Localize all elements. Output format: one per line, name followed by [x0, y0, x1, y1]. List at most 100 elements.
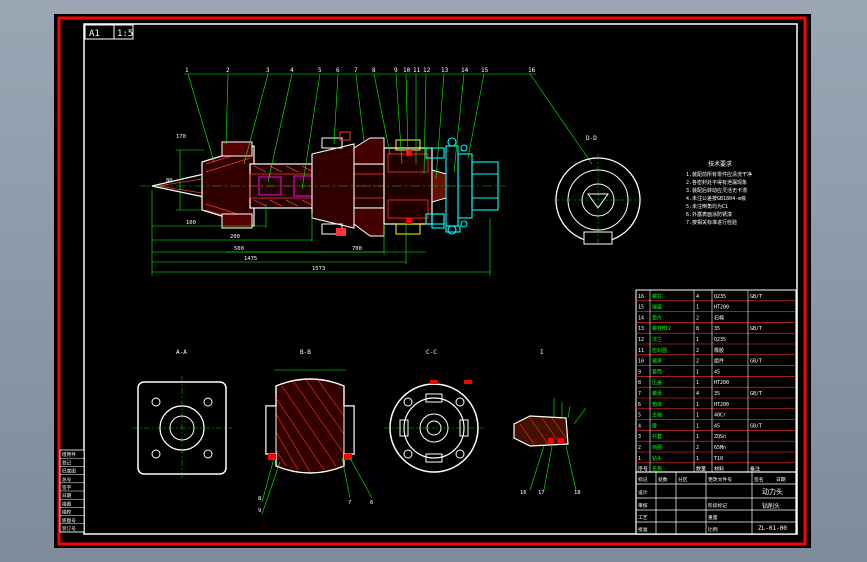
bom-cell: Q235	[714, 294, 726, 300]
bom-cell: 备注	[750, 466, 760, 473]
bom-cell: 2	[696, 348, 699, 354]
bom-cell: 2	[638, 445, 641, 451]
bom-cell: 35	[714, 326, 720, 332]
size-tag-label: A1	[89, 29, 100, 39]
bom-cell: GB/T	[750, 391, 762, 397]
dimension-value: 100	[186, 220, 196, 226]
bom-cell: 14	[638, 315, 644, 321]
bom-cell: 钻头	[652, 455, 662, 462]
bom-cell: 2	[696, 359, 699, 365]
outer-frame	[57, 16, 807, 546]
bom-cell: 主轴	[652, 412, 662, 419]
bom-cell: 5	[638, 413, 641, 419]
bom-cell: 2	[696, 315, 699, 321]
bom-cell: 45	[714, 423, 720, 429]
view-c-c: C-C	[384, 349, 484, 473]
note-line: 5.未注倒角均为C1	[686, 203, 728, 210]
bom-cell: GB/T	[750, 423, 762, 429]
dimension-value: 200	[230, 234, 240, 240]
main-assembly-view	[140, 131, 506, 237]
note-line: 7.按相关标准进行检验	[686, 219, 737, 226]
dimension-values: 100 200 500 700 1475 1573 80 170	[166, 134, 362, 272]
bom-cell: HT200	[714, 402, 729, 408]
notes-title: 技术要求	[708, 160, 732, 168]
bom-cell: GB/T	[750, 359, 762, 365]
detail-view: I 16 17 18	[513, 349, 587, 496]
bom-cell: 压盖	[652, 379, 662, 386]
revision-cell: 装订号	[62, 525, 76, 532]
bom-cell: 16	[638, 294, 644, 300]
view-b-b: B-B 8 9 7 6	[258, 349, 373, 515]
note-line: 1.装配前所有零件应清洗干净	[686, 171, 752, 178]
dimension-lines	[151, 149, 491, 276]
bom-cell: HT200	[714, 305, 729, 311]
revision-cell: 底图号	[62, 517, 76, 524]
title-row-cell: 更改文件号	[708, 476, 732, 483]
bom-cell: 材料	[714, 466, 724, 473]
bom-cell: 4	[638, 423, 641, 429]
balloon: 10	[403, 67, 411, 74]
bom-cell: 2	[696, 445, 699, 451]
bom-cell: 数量	[696, 466, 706, 473]
title-row-cell: 日期	[776, 477, 786, 483]
dimension-value: 1573	[312, 266, 325, 272]
end-view-label: D-D	[586, 135, 597, 142]
bom-cell: 键	[652, 422, 657, 429]
balloon: 16	[520, 490, 527, 496]
bom-cell: GB/T	[750, 326, 762, 332]
dimension-value: 80	[166, 178, 173, 184]
balloon: 7	[354, 67, 358, 74]
dimension-value: 700	[352, 246, 362, 252]
revision-cell: 旧底图	[62, 468, 76, 475]
scale-tag-label: 1:5	[117, 29, 133, 39]
bom-cell: 密封圈	[652, 347, 667, 354]
cad-viewport[interactable]: A1 1:5	[54, 14, 811, 548]
bom-cell: 垫片	[652, 314, 662, 321]
bom-frame	[635, 289, 797, 475]
bom-cell: 螺栓M12	[652, 325, 671, 332]
dimension-value: 170	[176, 134, 186, 140]
bom-cell: 4	[696, 391, 699, 397]
balloon: 8	[258, 496, 261, 502]
balloon: 11	[413, 67, 421, 74]
title-row-cell: 处数	[658, 476, 668, 483]
bom-cell: 8	[696, 326, 699, 332]
bom-cell: 名称	[652, 466, 662, 473]
bom-cell: GB/T	[750, 294, 762, 300]
bom-cell: 1	[638, 456, 641, 462]
detail-view-label: I	[540, 349, 544, 356]
balloon: 18	[574, 490, 581, 496]
balloon: 6	[370, 500, 373, 506]
front-bearing-block	[221, 141, 253, 157]
title-role: 审核	[638, 502, 648, 509]
revision-cell: 总号	[62, 476, 72, 483]
drawing-name: 动力头	[762, 487, 783, 496]
revision-cell: 描校	[62, 509, 72, 516]
bom-cell: 15	[638, 305, 644, 311]
balloon: 13	[441, 67, 449, 74]
balloon: 9	[394, 67, 398, 74]
bom-cell: 组件	[714, 358, 724, 365]
drawing-border	[83, 23, 798, 535]
title-row-cell: 标记	[638, 476, 648, 483]
bom-cell: 65Mn	[714, 445, 726, 451]
bom-cell: 套筒	[652, 368, 662, 375]
note-line: 4.未注公差按GB1804-m级	[686, 195, 746, 202]
bom-cell: 1	[696, 369, 699, 375]
bom-cell: 螺钉	[652, 293, 662, 300]
balloon: 17	[538, 490, 545, 496]
bom-cell: T10	[714, 456, 723, 462]
revision-cell: 登记	[62, 459, 72, 466]
bom-cell: 石棉	[714, 314, 724, 321]
view-b-b-label: B-B	[300, 349, 311, 356]
bom-cell: 35	[714, 391, 720, 397]
balloon-numbers: 1 2 3 4 5 6 7 8 9 10 11 12 13 14 15 16	[185, 67, 536, 74]
bom-cell: 箱体	[652, 401, 662, 408]
bom-cell: 1	[696, 380, 699, 386]
cad-drawing: A1 1:5	[57, 16, 807, 546]
bom-cell: 1	[696, 456, 699, 462]
balloon: 16	[528, 67, 536, 74]
bom-cell: HT200	[714, 380, 729, 386]
note-line: 6.外露表面涂防锈漆	[686, 211, 732, 218]
